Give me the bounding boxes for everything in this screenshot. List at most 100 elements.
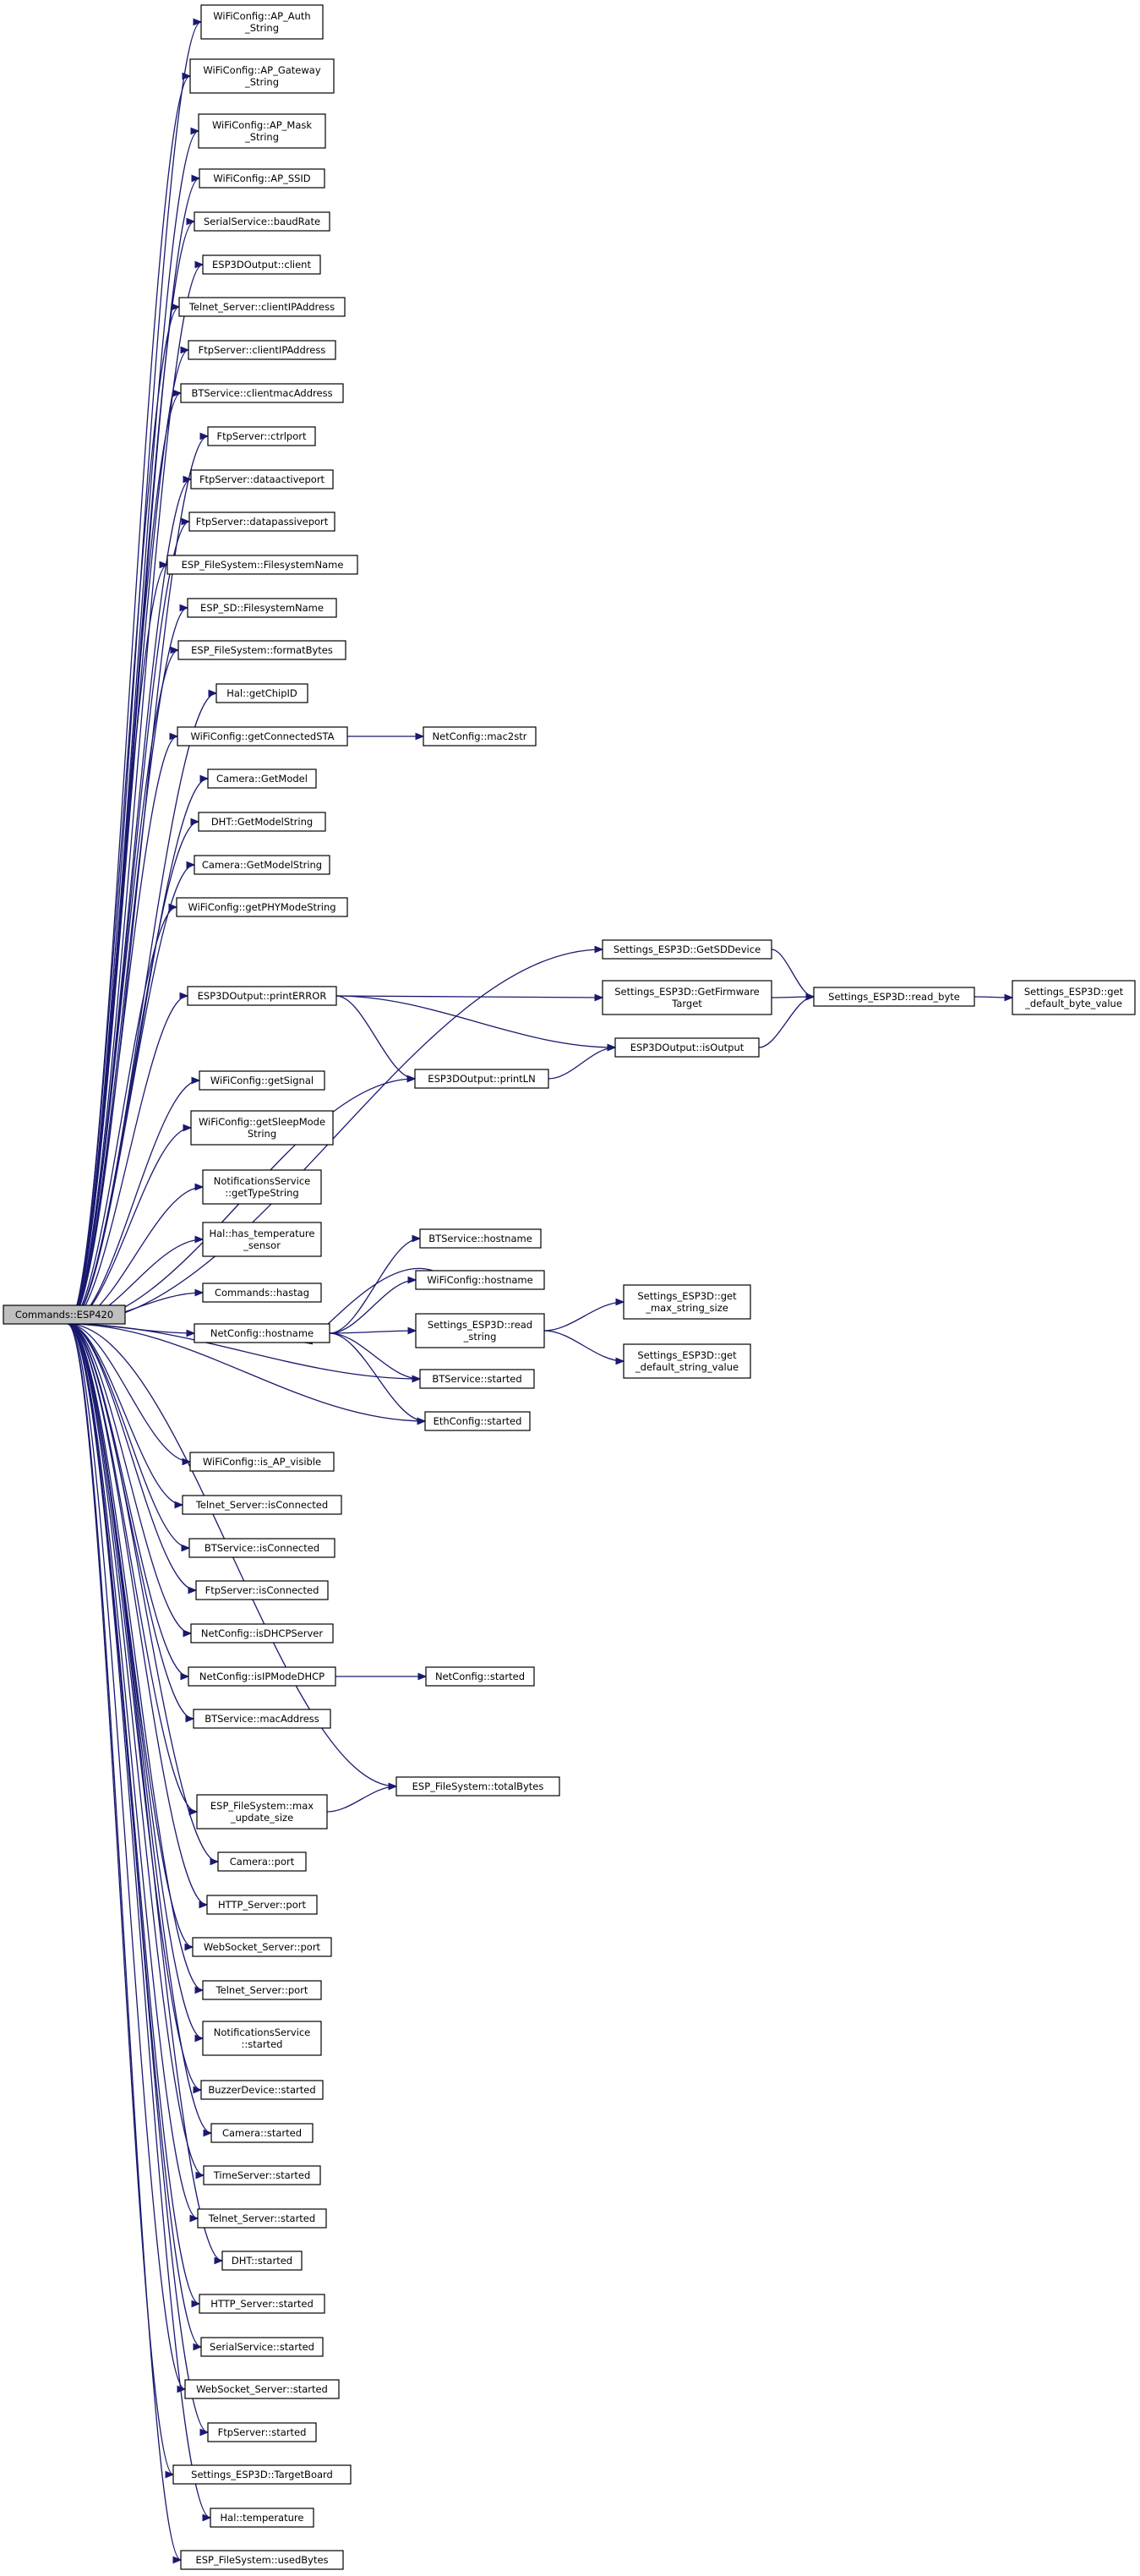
node-esp3doutput-println[interactable]: ESP3DOutput::printLN	[414, 1069, 549, 1089]
node-wificonfig-ap-mask-string[interactable]: WiFiConfig::AP_Mask_String	[198, 113, 326, 149]
node-telnet-server-started[interactable]: Telnet_Server::started	[197, 2208, 327, 2229]
node-label: HTTP_Server::port	[218, 1899, 307, 1911]
node-serialservice-started[interactable]: SerialService::started	[200, 2337, 324, 2357]
node-camera-getmodel[interactable]: Camera::GetModel	[207, 768, 317, 789]
edge-root-to-n43-arrowhead	[189, 2214, 199, 2223]
node-ftpserver-datapassiveport[interactable]: FtpServer::datapassiveport	[188, 511, 335, 532]
node-hal-has-temperature-sensor[interactable]: Hal::has_temperature_sensor	[202, 1222, 322, 1257]
node-dht-started[interactable]: DHT::started	[221, 2251, 303, 2271]
node-camera-getmodelstring[interactable]: Camera::GetModelString	[194, 855, 330, 875]
node-wificonfig-getsignal[interactable]: WiFiConfig::getSignal	[199, 1070, 325, 1091]
node-esp-filesystem-max-update-size[interactable]: ESP_FileSystem::max_update_size	[196, 1794, 328, 1829]
edge-root-to-n50	[67, 1323, 211, 2519]
node-label: BTService::macAddress	[205, 1713, 319, 1725]
node-wificonfig-is-ap-visible[interactable]: WiFiConfig::is_AP_visible	[189, 1452, 335, 1472]
node-label: BTService::hostname	[428, 1233, 532, 1244]
node-esp3doutput-client[interactable]: ESP3DOutput::client	[202, 254, 321, 275]
node-settings-esp3d-get-default-byte-value[interactable]: Settings_ESP3D::get_default_byte_value	[1012, 980, 1136, 1015]
node-netconfig-isipmodedhcp[interactable]: NetConfig::isIPModeDHCP	[188, 1666, 336, 1687]
node-netconfig-isdhcpserver[interactable]: NetConfig::isDHCPServer	[190, 1623, 334, 1643]
node-box	[172, 2464, 352, 2485]
edge-root-to-n18-arrowhead	[199, 774, 210, 783]
node-label: BTService::isConnected	[205, 1542, 319, 1554]
node-buzzerdevice-started[interactable]: BuzzerDevice::started	[200, 2080, 324, 2100]
node-esp-sd-filesystemname[interactable]: ESP_SD::FilesystemName	[187, 598, 337, 618]
node-btservice-clientmacaddress[interactable]: BTService::clientmacAddress	[180, 383, 344, 403]
edge-root-to-n50-arrowhead	[202, 2513, 212, 2522]
node-serialservice-baudrate[interactable]: SerialService::baudRate	[194, 211, 330, 232]
edge-io-to-rb-arrowhead	[805, 993, 815, 1001]
node-hal-temperature[interactable]: Hal::temperature	[210, 2508, 314, 2528]
node-btservice-hostname[interactable]: BTService::hostname	[419, 1228, 542, 1249]
node-ftpserver-ctrlport[interactable]: FtpServer::ctrlport	[207, 426, 316, 446]
node-telnet-server-port[interactable]: Telnet_Server::port	[202, 1980, 322, 2000]
node-esp3doutput-printerror[interactable]: ESP3DOutput::printERROR	[187, 986, 337, 1006]
node-wificonfig-ap-gateway-string[interactable]: WiFiConfig::AP_Gateway_String	[189, 58, 335, 94]
node-wificonfig-getconnectedsta[interactable]: WiFiConfig::getConnectedSTA	[177, 726, 348, 747]
node-btservice-started[interactable]: BTService::started	[419, 1369, 535, 1389]
node-netconfig-hostname[interactable]: NetConfig::hostname	[194, 1323, 330, 1343]
node-websocket-server-started[interactable]: WebSocket_Server::started	[184, 2379, 340, 2399]
node-notificationsservice-started[interactable]: NotificationsService::started	[202, 2021, 322, 2056]
node-http-server-started[interactable]: HTTP_Server::started	[199, 2294, 325, 2314]
node-label: _default_string_value	[635, 1361, 739, 1373]
node-btservice-isconnected[interactable]: BTService::isConnected	[188, 1538, 335, 1558]
node-http-server-port[interactable]: HTTP_Server::port	[206, 1895, 318, 1915]
node-camera-started[interactable]: Camera::started	[210, 2123, 314, 2143]
node-label: ESP3DOutput::client	[212, 259, 311, 271]
node-timeserver-started[interactable]: TimeServer::started	[203, 2165, 321, 2185]
node-box	[207, 2422, 317, 2442]
node-esp-filesystem-totalbytes[interactable]: ESP_FileSystem::totalBytes	[395, 1776, 560, 1797]
node-box	[190, 1623, 334, 1643]
edge-root-to-n33-arrowhead	[185, 1715, 195, 1723]
edge-root-to-n4-arrowhead	[191, 174, 201, 183]
node-esp3doutput-isoutput[interactable]: ESP3DOutput::isOutput	[614, 1037, 760, 1058]
node-wificonfig-getphymodestring[interactable]: WiFiConfig::getPHYModeString	[176, 897, 348, 917]
node-btservice-macaddress[interactable]: BTService::macAddress	[193, 1709, 331, 1729]
edge-n17-to-n17b-arrowhead	[415, 732, 425, 741]
node-telnet-server-clientipaddress[interactable]: Telnet_Server::clientIPAddress	[178, 297, 346, 317]
node-settings-esp3d-get-default-string-value[interactable]: Settings_ESP3D::get_default_string_value	[623, 1343, 751, 1379]
edge-root-to-n25-arrowhead	[194, 1235, 205, 1244]
node-box	[602, 980, 772, 1015]
node-settings-esp3d-targetboard[interactable]: Settings_ESP3D::TargetBoard	[172, 2464, 352, 2485]
node-ftpserver-started[interactable]: FtpServer::started	[207, 2422, 317, 2442]
node-hal-getchipid[interactable]: Hal::getChipID	[215, 683, 308, 703]
node-esp-filesystem-formatbytes[interactable]: ESP_FileSystem::formatBytes	[177, 640, 346, 660]
node-camera-port[interactable]: Camera::port	[217, 1851, 307, 1872]
node-settings-esp3d-get-max-string-size[interactable]: Settings_ESP3D::get_max_string_size	[623, 1284, 751, 1320]
edge-root-to-n6	[67, 264, 204, 1325]
node-settings-esp3d-read-string[interactable]: Settings_ESP3D::read_string	[415, 1313, 545, 1348]
node-commands-esp420[interactable]: Commands::ESP420	[3, 1304, 126, 1325]
node-ftpserver-isconnected[interactable]: FtpServer::isConnected	[195, 1580, 329, 1600]
node-telnet-server-isconnected[interactable]: Telnet_Server::isConnected	[182, 1495, 342, 1515]
node-esp-filesystem-filesystemname[interactable]: ESP_FileSystem::FilesystemName	[166, 555, 358, 575]
node-netconfig-started[interactable]: NetConfig::started	[425, 1666, 535, 1687]
node-ethconfig-started[interactable]: EthConfig::started	[424, 1411, 531, 1431]
node-netconfig-mac2str[interactable]: NetConfig::mac2str	[423, 726, 537, 747]
node-esp-filesystem-usedbytes[interactable]: ESP_FileSystem::usedBytes	[180, 2550, 344, 2570]
node-wificonfig-hostname[interactable]: WiFiConfig::hostname	[415, 1270, 545, 1290]
node-wificonfig-ap-ssid[interactable]: WiFiConfig::AP_SSID	[199, 168, 325, 189]
node-ftpserver-dataactiveport[interactable]: FtpServer::dataactiveport	[190, 469, 334, 489]
edge-nh-to-bh-arrowhead	[412, 1234, 422, 1243]
edge-root-to-n2	[67, 75, 191, 1325]
node-commands-hastag[interactable]: Commands::hastag	[202, 1283, 322, 1303]
edge-root-to-n34-arrowhead	[188, 1808, 199, 1816]
node-box	[415, 1313, 545, 1348]
node-websocket-server-port[interactable]: WebSocket_Server::port	[192, 1937, 332, 1957]
edge-root-to-n38-arrowhead	[194, 1986, 205, 1994]
node-label: FtpServer::dataactiveport	[199, 473, 325, 485]
node-box	[202, 1283, 322, 1303]
node-notificationsservice-gettypestring[interactable]: NotificationsService::getTypeString	[202, 1169, 322, 1205]
node-settings-esp3d-getsddevice[interactable]: Settings_ESP3D::GetSDDevice	[602, 939, 772, 960]
edge-root-to-n48	[67, 1323, 209, 2433]
node-dht-getmodelstring[interactable]: DHT::GetModelString	[198, 812, 326, 832]
edge-root-to-n31	[67, 1323, 192, 1634]
node-settings-esp3d-read-byte[interactable]: Settings_ESP3D::read_byte	[813, 987, 975, 1007]
node-ftpserver-clientipaddress[interactable]: FtpServer::clientIPAddress	[188, 340, 336, 360]
node-label: ESP_FileSystem::max	[210, 1800, 314, 1812]
node-wificonfig-ap-auth-string[interactable]: WiFiConfig::AP_Auth_String	[200, 4, 324, 40]
